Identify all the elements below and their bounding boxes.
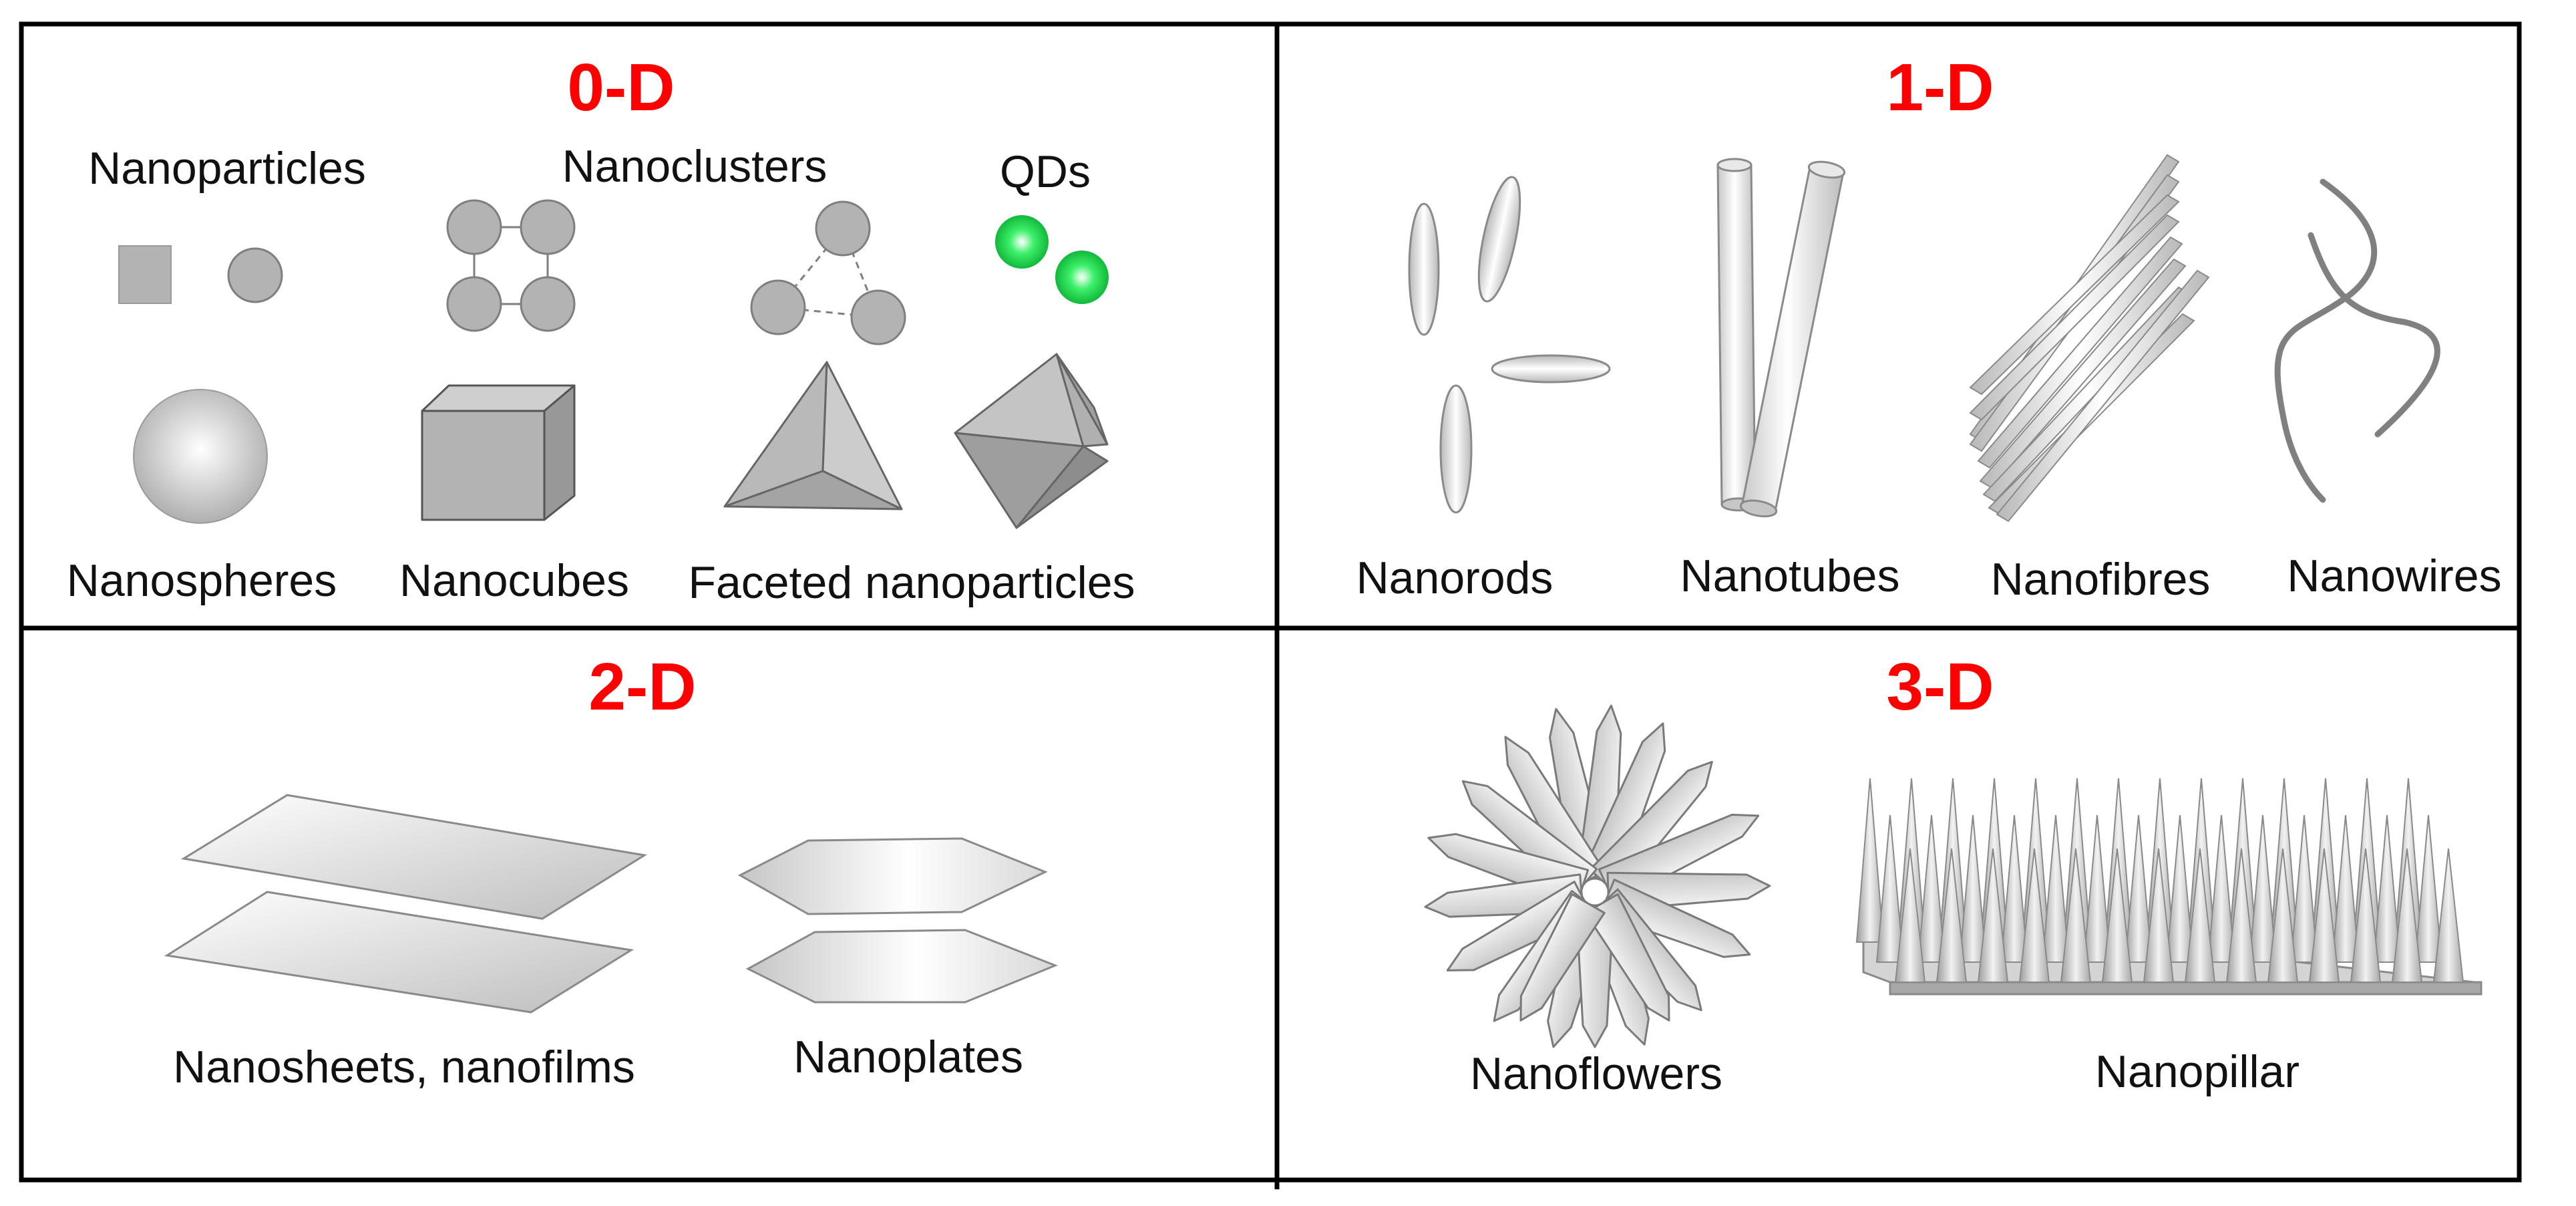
label-nanoplates: Nanoplates <box>793 1032 1023 1082</box>
nanopillar-cone <box>2308 848 2340 983</box>
nanopillar-cone <box>2248 814 2277 963</box>
nanopillar-cone <box>2143 848 2175 983</box>
grid-frame <box>19 21 2522 1189</box>
panel-1d-heading: 1-D <box>1886 50 1994 125</box>
panel-2d-heading: 2-D <box>588 649 696 724</box>
quantum-dot-2 <box>1055 251 1109 304</box>
nanopillar-cone <box>2018 848 2050 983</box>
nanopillar-cone <box>2184 848 2216 983</box>
faceted-tetrahedron <box>723 361 903 510</box>
panel-2d: 2-D Nanosheets, nanofilms Nanoplates <box>164 649 1059 1092</box>
nanocluster-triangle <box>750 200 906 345</box>
nanowires-shape <box>2274 178 2440 503</box>
nanopillar-cone <box>1855 778 1885 943</box>
label-faceted-nanoparticles: Faceted nanoparticles <box>688 557 1135 608</box>
nanopillar-cone <box>1875 814 1905 963</box>
nanopillar-cone <box>2391 848 2423 983</box>
nanopillar-cone <box>1894 848 1926 983</box>
nanopillar-cone <box>2207 814 2236 963</box>
nanopillar-cone <box>2414 814 2443 963</box>
quantum-dot-1 <box>995 215 1049 269</box>
nanopillar-cone <box>2225 848 2257 983</box>
label-nanoclusters: Nanoclusters <box>562 141 827 192</box>
label-nanopillar: Nanopillar <box>2095 1046 2299 1097</box>
panel-1d: 1-D <box>1356 50 2502 605</box>
nanopillar-cone <box>2124 814 2153 963</box>
label-nanoflowers: Nanoflowers <box>1470 1048 1722 1099</box>
faceted-octahedron <box>954 353 1109 529</box>
label-nanosheets-nanofilms: Nanosheets, nanofilms <box>173 1042 635 1092</box>
label-nanofibres: Nanofibres <box>1991 554 2211 605</box>
label-nanocubes: Nanocubes <box>399 555 629 606</box>
nanoflowers-shape <box>1424 704 1771 1048</box>
nanotubes-shape <box>1716 158 1846 518</box>
nanopillar-cone <box>2101 848 2133 983</box>
nanofibres-shape <box>1969 154 2210 522</box>
nanocluster-square <box>446 199 576 332</box>
nanoparticle-circle <box>227 247 283 303</box>
label-qds: QDs <box>1000 146 1091 197</box>
nanopillar-shape <box>1855 778 2482 996</box>
label-nanorods: Nanorods <box>1356 553 1553 603</box>
nanopillar-cone <box>2372 814 2402 963</box>
label-nanowires: Nanowires <box>2287 551 2501 601</box>
nanopillar-cone <box>2350 848 2382 983</box>
nanopillar-cone <box>1936 848 1968 983</box>
panel-0d: 0-D Nanoparticles Nanoclusters QDs <box>67 50 1135 608</box>
outer-border <box>19 21 2522 1183</box>
nanopillar-cone <box>2082 814 2112 963</box>
label-nanoparticles: Nanoparticles <box>88 143 366 194</box>
nanosphere-shape <box>133 389 268 524</box>
nanopillar-cone <box>2432 848 2464 983</box>
nanorods-shape <box>1408 176 1611 514</box>
label-nanotubes: Nanotubes <box>1680 551 1900 601</box>
panel-3d-heading: 3-D <box>1886 649 1994 724</box>
nanopillar-cone <box>2289 814 2319 963</box>
nanopillar-cone <box>2000 814 2029 963</box>
nanoplates-shape <box>737 837 1059 1004</box>
nanopillar-cone <box>2060 848 2092 983</box>
nanopillar-cone <box>2041 814 2070 963</box>
panel-3d: 3-D <box>1424 649 2482 1099</box>
nanopillar-cone <box>2165 814 2195 963</box>
nanoparticle-square <box>118 245 172 304</box>
nanopillar-cone <box>2331 814 2360 963</box>
nanopillar-cone <box>1977 848 2009 983</box>
nanopillar-cone <box>1917 814 1946 963</box>
panel-0d-heading: 0-D <box>567 50 675 125</box>
nanopillar-cone <box>1958 814 1988 963</box>
nanopillar-cones <box>1855 778 2464 983</box>
nanocube-shape <box>421 384 576 521</box>
nanosheets-shape <box>164 794 648 1014</box>
label-nanospheres: Nanospheres <box>67 555 337 606</box>
nanopillar-cone <box>2267 848 2299 983</box>
